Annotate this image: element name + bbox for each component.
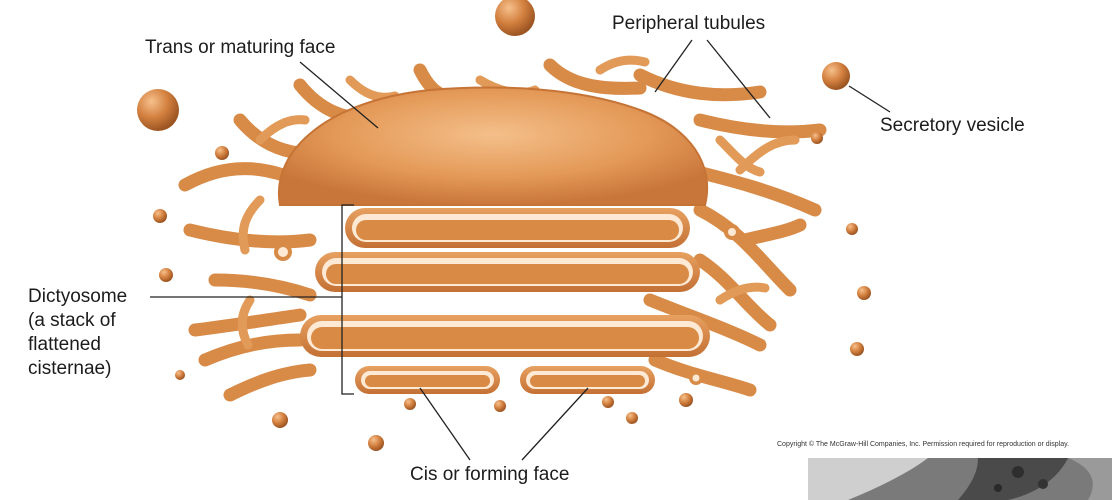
dictyosome-line-4: cisternae) [28, 358, 112, 379]
label-cis-face: Cis or forming face [410, 464, 570, 485]
tubule-network [178, 55, 827, 402]
cisterna-stack [300, 208, 710, 394]
tubules-leader-right [706, 39, 771, 119]
label-dictyosome: Dictyosome (a stack of flattened cistern… [28, 285, 127, 381]
dictyosome-bracket [341, 204, 354, 395]
vesicles [137, 0, 871, 451]
label-secretory-vesicle: Secretory vesicle [880, 115, 1025, 136]
label-trans-face: Trans or maturing face [145, 37, 336, 58]
label-peripheral-tubules: Peripheral tubules [612, 13, 766, 34]
cis-leader-right [521, 387, 589, 461]
copyright-notice: Copyright © The McGraw-Hill Companies, I… [777, 441, 1070, 448]
micrograph-image [808, 458, 1112, 500]
leader-lines [150, 39, 891, 461]
cis-leader-left [419, 387, 471, 461]
dictyosome-line-1: Dictyosome [28, 286, 128, 307]
tubules-leader-left [654, 39, 693, 93]
trans-face-dome [277, 86, 709, 206]
trans-face-leader [299, 61, 379, 129]
secretory-vesicle [822, 62, 850, 90]
secretory-vesicle-leader [848, 85, 891, 113]
dictyosome-line-2: (a stack of [28, 310, 116, 331]
dictyosome-line-3: flattened [28, 334, 101, 355]
tubule-openings [274, 224, 740, 385]
